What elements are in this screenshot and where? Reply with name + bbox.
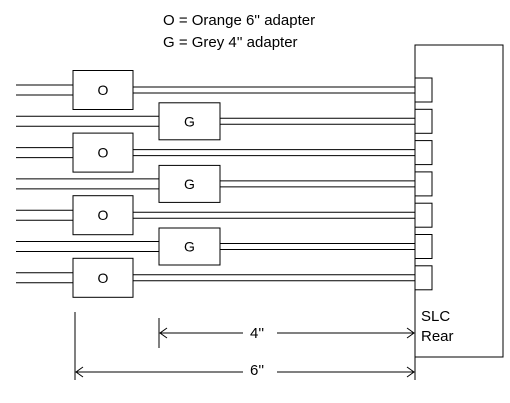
orange-adapter-box: [72, 257, 134, 298]
panel-port: [414, 77, 433, 103]
rear-label: Rear: [421, 328, 454, 345]
cable-row: O: [16, 195, 415, 236]
panel-port: [414, 234, 433, 259]
slc-rear-panel: [414, 44, 504, 358]
legend-orange-adapter: O = Orange 6'' adapter: [163, 12, 316, 29]
adapter-label: O: [98, 207, 109, 223]
dimension-6-arrowhead-right: [406, 366, 415, 378]
cable-rows: O G O G O G O: [16, 70, 415, 298]
adapter-label: G: [184, 239, 195, 255]
panel-port: [414, 265, 433, 291]
orange-adapter-box: [72, 70, 134, 110]
orange-adapter-box: [72, 132, 134, 173]
dimension-4-arrowhead-right: [406, 327, 415, 339]
dimension-4-label: 4'': [250, 325, 264, 342]
panel-ports: [414, 77, 433, 291]
panel-port: [414, 171, 433, 197]
cable-row: G: [16, 164, 415, 203]
orange-adapter-box: [72, 195, 134, 236]
grey-adapter-box: [158, 102, 221, 141]
adapter-label: G: [184, 113, 195, 129]
cable-row: O: [16, 132, 415, 173]
slc-label: SLC: [421, 308, 450, 325]
cable-row: O: [16, 257, 415, 298]
dimension-4-arrowhead-left: [159, 327, 168, 339]
legend-grey-adapter: G = Grey 4'' adapter: [163, 34, 298, 51]
adapter-label: O: [98, 270, 109, 286]
grey-adapter-box: [158, 227, 221, 266]
panel-port: [414, 202, 433, 228]
cable-row: G: [16, 102, 415, 141]
grey-adapter-box: [158, 164, 221, 203]
adapter-label: O: [98, 145, 109, 161]
adapter-label: G: [184, 176, 195, 192]
panel-port: [414, 140, 433, 166]
adapter-label: O: [98, 82, 109, 98]
dimension-6-label: 6'': [250, 362, 264, 379]
dimension-6-arrowhead-left: [75, 366, 84, 378]
cable-row: O: [16, 70, 415, 110]
cable-row: G: [16, 227, 415, 266]
panel-port: [414, 108, 433, 134]
